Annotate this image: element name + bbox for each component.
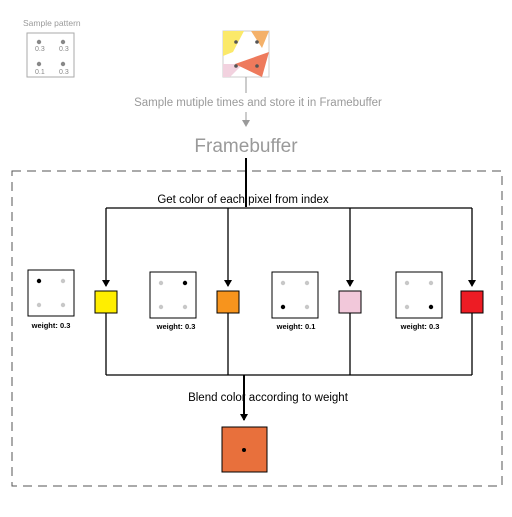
weight-label-4: weight: 0.3 bbox=[400, 322, 440, 331]
thumbnail-sample-1 bbox=[234, 40, 238, 44]
active-sample-dot bbox=[428, 304, 434, 310]
active-sample-dot bbox=[280, 304, 286, 310]
triangle-thumbnail bbox=[222, 30, 270, 78]
sample-group-1: weight: 0.3 bbox=[27, 269, 118, 330]
inactive-sample-dot bbox=[158, 304, 164, 310]
sample-group-4: weight: 0.3 bbox=[395, 271, 484, 331]
weight-label-2: weight: 0.3 bbox=[156, 322, 196, 331]
inactive-sample-dot bbox=[36, 302, 42, 308]
framebuffer-label: Framebuffer bbox=[194, 136, 298, 157]
sample-pattern-box bbox=[26, 32, 75, 78]
inactive-sample-dot bbox=[428, 280, 434, 286]
thumbnail-sample-3 bbox=[234, 64, 238, 68]
result-sample-dot bbox=[242, 448, 246, 452]
sample-pattern-box-1 bbox=[27, 269, 75, 317]
color-swatch-1 bbox=[94, 290, 118, 314]
inactive-sample-dot bbox=[404, 304, 410, 310]
sample-weight-1: 0.3 bbox=[35, 46, 45, 53]
inactive-sample-dot bbox=[60, 302, 66, 308]
inactive-sample-dot bbox=[404, 280, 410, 286]
sample-weight-3: 0.1 bbox=[35, 69, 45, 76]
sample-pattern-box-3 bbox=[271, 271, 319, 319]
sample-weight-2: 0.3 bbox=[59, 46, 69, 53]
color-swatch-4 bbox=[460, 290, 484, 314]
weight-label-1: weight: 0.3 bbox=[31, 321, 71, 330]
sample-group-2: weight: 0.3 bbox=[149, 271, 240, 331]
color-swatch-3 bbox=[338, 290, 362, 314]
blend-label: Blend color according to weight bbox=[188, 392, 349, 404]
inactive-sample-dot bbox=[304, 280, 310, 286]
sample-pattern-box-4 bbox=[395, 271, 443, 319]
weight-label-3: weight: 0.1 bbox=[276, 322, 316, 331]
sample-dot-4 bbox=[60, 61, 66, 67]
sample-weight-4: 0.3 bbox=[59, 69, 69, 76]
thumbnail-pink-triangle bbox=[223, 64, 243, 77]
thumbnail-red-triangle bbox=[235, 52, 269, 77]
framebuffer-caption: Sample mutiple times and store it in Fra… bbox=[134, 97, 382, 109]
sample-pattern-box-2 bbox=[149, 271, 197, 319]
sample-dot-3 bbox=[36, 61, 42, 67]
active-sample-dot bbox=[182, 280, 188, 286]
thumbnail-sample-4 bbox=[255, 64, 259, 68]
inactive-sample-dot bbox=[158, 280, 164, 286]
thumbnail-orange-triangle bbox=[251, 31, 269, 48]
inactive-sample-dot bbox=[304, 304, 310, 310]
inactive-sample-dot bbox=[60, 278, 66, 284]
lookup-label: Get color of each pixel from index bbox=[157, 194, 329, 206]
result-pixel bbox=[221, 426, 268, 473]
active-sample-dot bbox=[36, 278, 42, 284]
thumbnail-sample-2 bbox=[255, 40, 259, 44]
sample-group-3: weight: 0.1 bbox=[271, 271, 362, 331]
color-swatch-2 bbox=[216, 290, 240, 314]
inactive-sample-dot bbox=[182, 304, 188, 310]
resolve-region bbox=[11, 170, 503, 487]
sample-dot-2 bbox=[60, 39, 66, 45]
inactive-sample-dot bbox=[280, 280, 286, 286]
thumbnail-yellow-triangle bbox=[223, 31, 244, 56]
sample-pattern-title: Sample pattern bbox=[23, 18, 81, 28]
sample-dot-1 bbox=[36, 39, 42, 45]
sample-pattern: Sample pattern 0.3 0.3 0.1 0.3 bbox=[23, 18, 81, 78]
